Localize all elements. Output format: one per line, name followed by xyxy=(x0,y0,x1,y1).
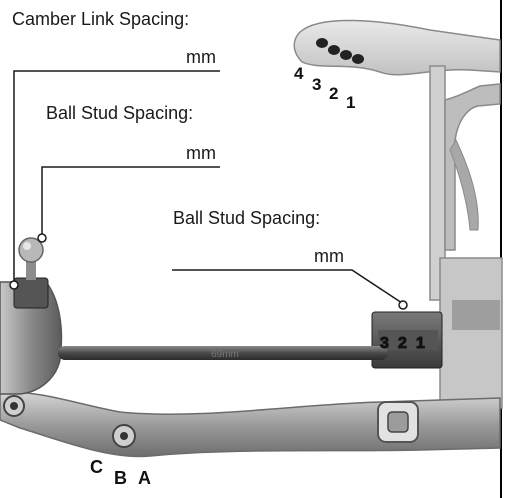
tower-hole-2 xyxy=(340,50,352,60)
chassis-block xyxy=(439,257,503,409)
tower-number-1: 1 xyxy=(346,93,355,112)
mount-number-3: 3 xyxy=(380,335,389,352)
camber-link-spacing-label: Camber Link Spacing: xyxy=(12,9,190,29)
arm-letter-a: A xyxy=(138,468,151,488)
ball-stud-lower-leader xyxy=(172,269,403,304)
ball-stud-shaft xyxy=(26,256,36,280)
tower-number-2: 2 xyxy=(329,84,338,103)
camber-link-unit: mm xyxy=(186,47,216,67)
camber-link-leader xyxy=(13,70,220,283)
chassis-slot xyxy=(452,300,500,330)
turnbuckle-length: 69mm xyxy=(211,349,239,360)
ball-stud-spacing-upper-label: Ball Stud Spacing: xyxy=(46,103,194,123)
tower-holes xyxy=(316,38,364,64)
arm-letter-b: B xyxy=(114,468,127,488)
lower-arm xyxy=(0,391,501,458)
tower-hole-1 xyxy=(352,54,364,64)
camber-leader-dot xyxy=(9,280,19,290)
ball-stud-upper-unit: mm xyxy=(186,143,216,163)
bulkhead-rib xyxy=(444,83,501,251)
turnbuckle xyxy=(58,346,388,360)
ball-upper-leader-dot xyxy=(37,233,47,243)
arm-letter-c: C xyxy=(90,457,103,477)
hub-carrier xyxy=(0,281,63,395)
tower-number-4: 4 xyxy=(294,64,304,83)
bulkhead-arm xyxy=(449,138,479,231)
ball-stud-lower-unit: mm xyxy=(314,246,344,266)
camber-mount-face xyxy=(378,330,438,350)
tower-hole-3 xyxy=(328,45,340,55)
mount-number-2: 2 xyxy=(398,335,407,352)
tower-hole-4 xyxy=(316,38,328,48)
shock-tower xyxy=(293,19,501,76)
hub-ball-mount xyxy=(13,277,49,309)
ball-lower-leader-dot xyxy=(398,300,408,310)
leader-lines xyxy=(13,70,403,304)
mount-number-1: 1 xyxy=(416,335,425,352)
ball-stud-upper-leader xyxy=(41,166,220,236)
tower-number-3: 3 xyxy=(312,75,321,94)
ball-stud-spacing-lower-label: Ball Stud Spacing: xyxy=(173,208,321,228)
